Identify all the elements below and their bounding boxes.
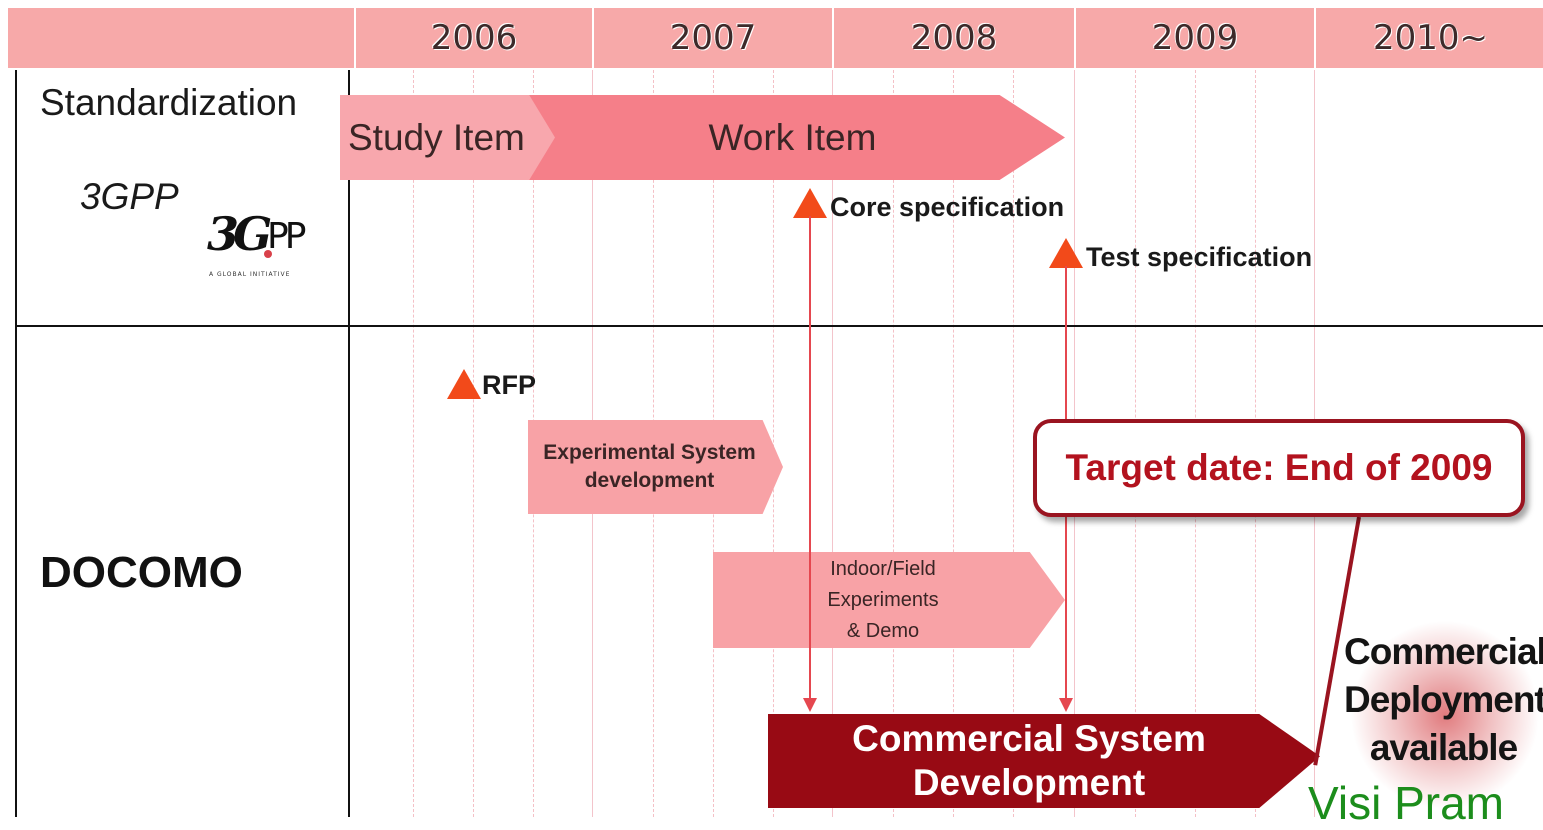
core-spec-marker-icon [793,188,827,218]
work-item-phase: Work Item [520,95,1065,180]
year-2007: 2007 [592,8,832,68]
test-spec-arrowhead-icon [1059,698,1073,712]
deployment-glow [1350,620,1540,810]
core-spec-label: Core specification [830,192,1065,222]
quarter-gridline [473,70,474,817]
timeline-header [8,8,1543,68]
docomo-label: DOCOMO [40,548,243,597]
quarter-gridline [413,70,414,817]
quarter-gridline [893,70,894,817]
rfp-label: RFP [482,370,536,400]
commercial-dev-line-1: Commercial System [852,718,1206,759]
table-left-border [15,70,17,817]
experimental-line-1: Experimental System [543,441,756,464]
core-spec-arrowhead-icon [803,698,817,712]
target-date-callout: Target date: End of 2009 [1033,419,1525,517]
svg-text:PP: PP [267,216,306,257]
core-spec-connector [809,216,811,702]
row-divider [15,325,1543,327]
3gpp-label: 3GPP [80,176,179,217]
deployment-line-2: Deployment [1344,679,1543,720]
commercial-system-development-phase: Commercial System Development [768,714,1320,808]
svg-text:A GLOBAL INITIATIVE: A GLOBAL INITIATIVE [209,271,290,278]
year-2009: 2009 [1074,8,1314,68]
indoor-line-2: Experiments [827,588,939,611]
quarter-gridline [773,70,774,817]
commercial-deployment-label: Commercial Deployment available [1344,628,1543,772]
year-2008: 2008 [832,8,1074,68]
target-date-text: Target date: End of 2009 [1065,447,1493,488]
work-item-label: Work Item [708,116,877,158]
experimental-line-2: development [584,469,715,492]
test-spec-label: Test specification [1086,242,1313,272]
deployment-line-3: available [1369,727,1518,768]
year-gridline [832,70,833,817]
test-spec-marker-icon [1049,238,1083,268]
year-2006: 2006 [354,8,592,68]
indoor-field-phase: Indoor/Field Experiments & Demo [713,552,1065,648]
indoor-line-1: Indoor/Field [830,557,936,580]
deployment-line-1: Commercial [1344,631,1543,672]
label-column-border [348,70,350,817]
svg-text:3G: 3G [207,207,271,261]
quarter-gridline [953,70,954,817]
commercial-dev-line-2: Development [912,762,1146,803]
study-item-phase: Study Item [340,95,555,180]
watermark-text: Visi Pram [1308,777,1504,829]
quarter-gridline [1013,70,1014,817]
indoor-line-3: & Demo [846,619,920,642]
experimental-system-phase: Experimental System development [528,420,783,514]
year-2010-onward: 2010~ [1314,8,1543,68]
study-item-label: Study Item [348,116,525,158]
3gpp-logo: 3G PP A GLOBAL INITIATIVE [207,207,310,278]
rfp-marker-icon [447,369,481,399]
standardization-label: Standardization [40,82,298,123]
